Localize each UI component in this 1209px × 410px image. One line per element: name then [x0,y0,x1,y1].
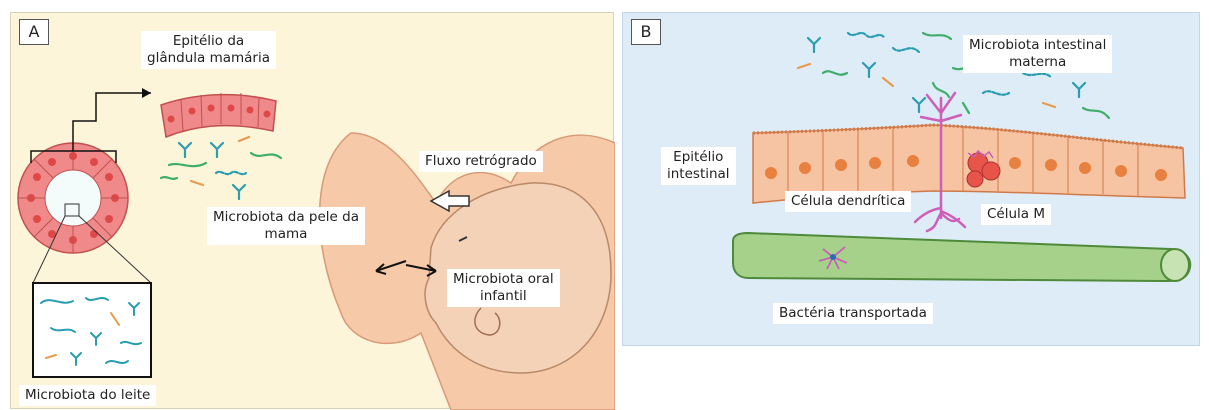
mammary-epithelium-strip [161,93,276,137]
label-milk-microbiota: Microbiota do leite [19,385,156,406]
panel-b-letter: B [631,19,661,45]
mammary-acinus [18,143,128,253]
label-m-cell: Célula M [981,204,1051,225]
panel-b: B Microbiota intestinal materna Epitélio… [622,12,1200,346]
label-breast-skin-microbiota: Microbiota da pele da mama [207,207,365,245]
label-dendritic-cell: Célula dendrítica [785,191,911,212]
label-infant-oral-microbiota: Microbiota oral infantil [447,269,560,307]
label-intestinal-epithelium: Epitélio intestinal [661,147,736,185]
label-mammary-epithelium: Epitélio da glândula mamária [141,31,276,69]
milk-microbiota-inset [33,283,151,377]
blood-vessel [733,233,1190,281]
panel-a-letter: A [19,19,49,45]
label-transported-bacteria: Bactéria transportada [773,303,933,324]
label-retrograde-flow: Fluxo retrógrado [419,151,543,172]
panel-a: A Epitélio da glândula mamária Fluxo ret… [10,12,614,409]
label-maternal-gut-microbiota: Microbiota intestinal materna [963,35,1112,73]
breast-milk-bacteria [161,137,281,199]
